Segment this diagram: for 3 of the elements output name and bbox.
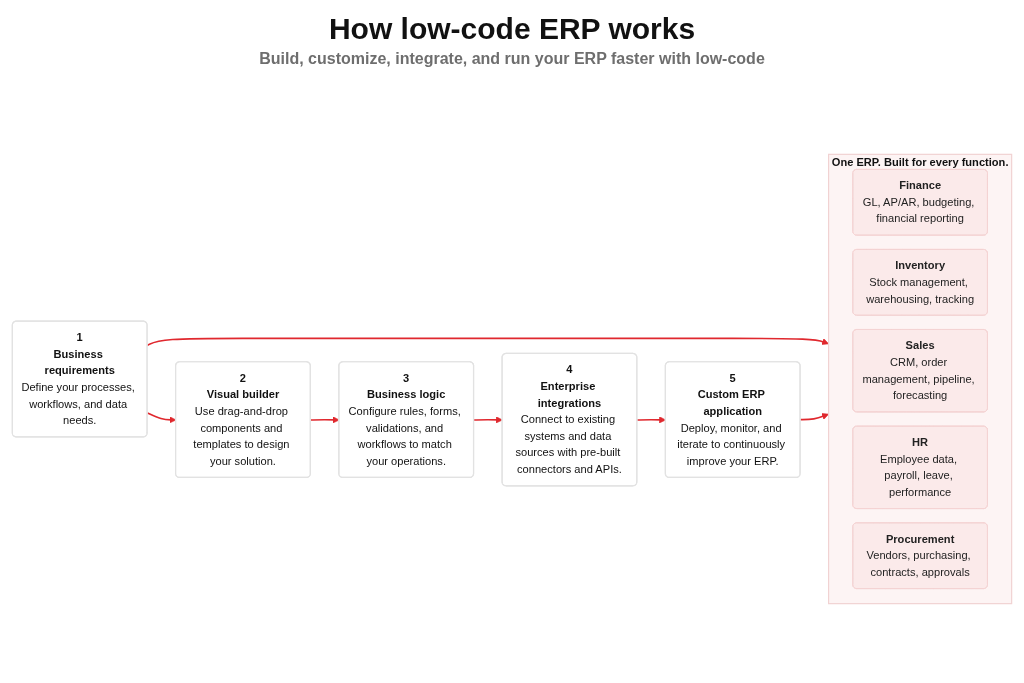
subtitle-text: Build, customize, integrate, and run your ERP faster with low-code	[259, 50, 765, 68]
arrow	[473, 415, 503, 423]
title-text: How low-code ERP works	[328, 12, 696, 46]
